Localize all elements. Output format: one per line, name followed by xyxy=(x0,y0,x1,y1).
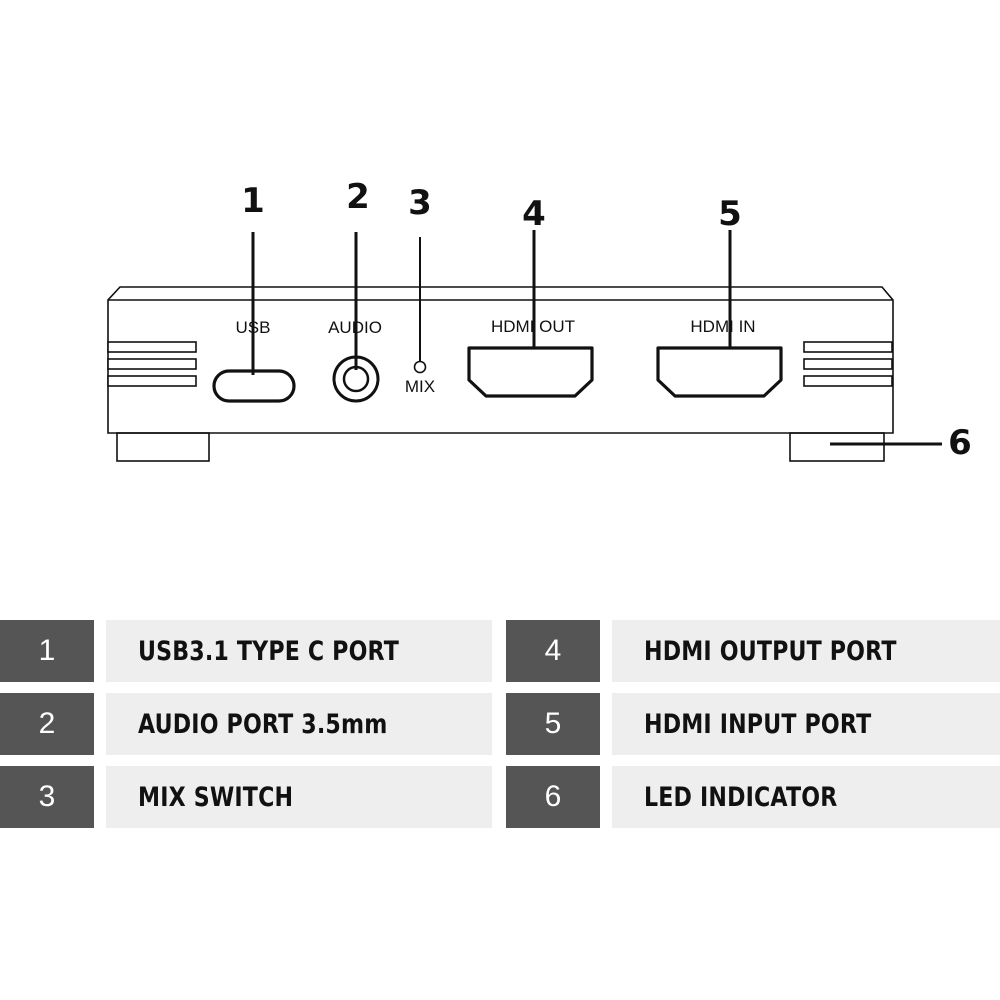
hdmi-out-port xyxy=(467,346,594,398)
callout-6: 6 xyxy=(948,423,972,463)
audio-label: AUDIO xyxy=(328,318,382,337)
left-vent xyxy=(107,341,197,387)
hdmi-in-port xyxy=(656,346,783,398)
leader-lines xyxy=(251,230,942,446)
legend-description: HDMI INPUT PORT xyxy=(612,693,1000,755)
callout-4: 4 xyxy=(522,194,546,234)
device-body xyxy=(107,286,894,462)
legend-row: 2 AUDIO PORT 3.5mm 5 HDMI INPUT PORT xyxy=(0,693,1000,755)
right-vent xyxy=(803,341,893,387)
legend-number: 2 xyxy=(0,693,94,755)
callout-1: 1 xyxy=(241,181,265,221)
hdmi-out-label: HDMI OUT xyxy=(491,317,575,336)
usb-label: USB xyxy=(236,318,271,337)
mix-switch xyxy=(413,360,427,374)
legend-row: 1 USB3.1 TYPE C PORT 4 HDMI OUTPUT PORT xyxy=(0,620,1000,682)
legend-number: 1 xyxy=(0,620,94,682)
legend-number: 6 xyxy=(506,766,600,828)
legend-number: 5 xyxy=(506,693,600,755)
device-diagram: 1 2 3 4 5 6 USB AUDIO MIX HDMI OUT HDMI … xyxy=(107,177,972,463)
callout-5: 5 xyxy=(718,194,742,234)
mix-label: MIX xyxy=(405,377,435,396)
legend-number: 4 xyxy=(506,620,600,682)
legend-description: USB3.1 TYPE C PORT xyxy=(106,620,492,682)
legend-description: LED INDICATOR xyxy=(612,766,1000,828)
legend-number: 3 xyxy=(0,766,94,828)
legend-description: MIX SWITCH xyxy=(106,766,492,828)
callout-2: 2 xyxy=(346,177,370,217)
hdmi-in-label: HDMI IN xyxy=(690,317,755,336)
callout-3: 3 xyxy=(408,183,432,223)
left-foot xyxy=(116,432,210,462)
right-foot-led xyxy=(789,432,885,462)
usb-c-port xyxy=(212,369,296,403)
legend-description: AUDIO PORT 3.5mm xyxy=(106,693,492,755)
audio-jack-inner xyxy=(342,365,370,393)
legend-description: HDMI OUTPUT PORT xyxy=(612,620,1000,682)
legend-row: 3 MIX SWITCH 6 LED INDICATOR xyxy=(0,766,1000,828)
